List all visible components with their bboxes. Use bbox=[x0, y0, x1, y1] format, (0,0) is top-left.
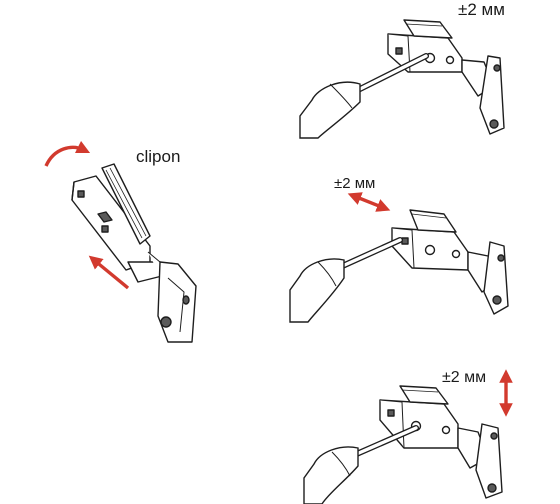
curved-arrow-icon bbox=[44, 140, 91, 167]
hinge-side-icon bbox=[391, 209, 509, 315]
depth-adjust-label: ±2 мм bbox=[458, 0, 505, 19]
slide-arrow-icon bbox=[88, 255, 130, 290]
screwdriver-icon bbox=[299, 53, 429, 139]
hinge-height-icon bbox=[379, 385, 503, 499]
clipon-hinge-icon bbox=[71, 163, 197, 343]
hinge-depth-icon bbox=[387, 19, 505, 135]
side-adjust-label: ±2 мм bbox=[334, 175, 376, 192]
side-double-arrow-icon bbox=[347, 192, 391, 212]
screwdriver-icon bbox=[289, 237, 403, 323]
clipon-label: clipon bbox=[136, 147, 181, 166]
height-adjust-label: ±2 мм bbox=[442, 369, 487, 386]
screwdriver-icon bbox=[303, 425, 419, 504]
